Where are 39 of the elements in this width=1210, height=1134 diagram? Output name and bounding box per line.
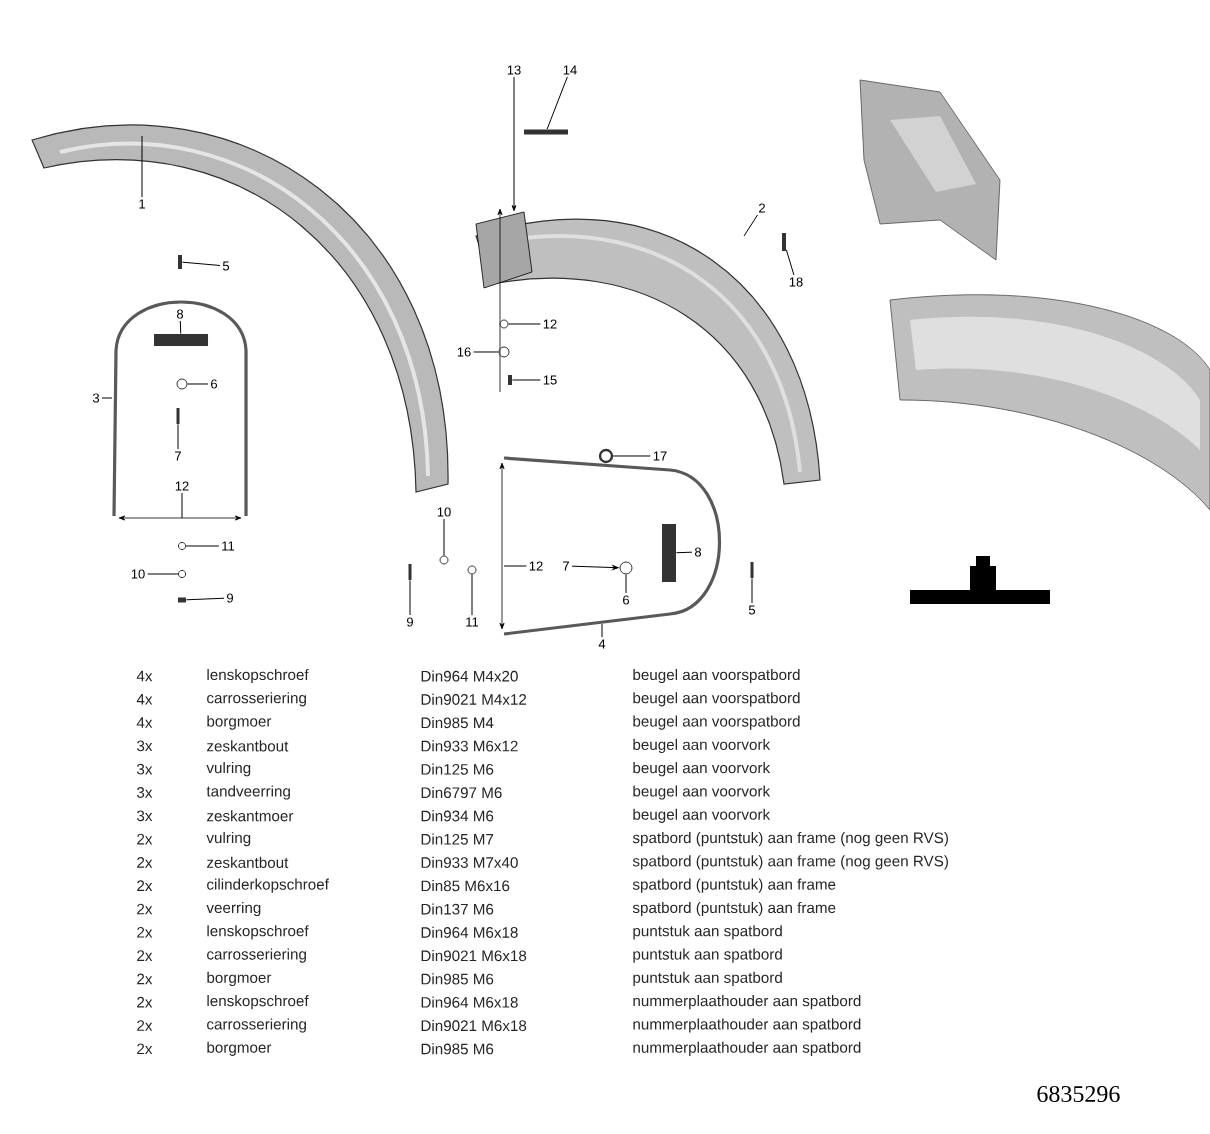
bolt xyxy=(524,129,568,135)
leader-line xyxy=(503,565,527,567)
leader-line xyxy=(187,383,209,385)
washer xyxy=(498,346,510,358)
leader-line xyxy=(185,545,220,547)
leader-line xyxy=(141,135,143,198)
washer xyxy=(177,569,187,579)
washer xyxy=(177,541,187,551)
washer xyxy=(467,565,477,575)
leader-line xyxy=(443,518,445,556)
leader-line xyxy=(625,574,627,594)
part-number: 6835296 xyxy=(1037,1085,1120,1103)
leader-line xyxy=(473,351,499,353)
leader-line xyxy=(511,76,517,212)
washer xyxy=(499,319,509,329)
leader-line xyxy=(675,551,693,554)
leader-line xyxy=(179,320,182,335)
front-fender-drawing xyxy=(31,124,449,493)
leader-line xyxy=(181,261,221,266)
ring xyxy=(598,448,614,464)
washer xyxy=(439,555,449,565)
leader-line xyxy=(612,455,651,457)
leader-line xyxy=(511,379,541,381)
leader-line xyxy=(571,565,619,570)
leader-line xyxy=(147,573,179,575)
leader-line xyxy=(181,492,183,519)
leader-line xyxy=(751,577,753,604)
leader-line xyxy=(785,249,795,276)
leader-line xyxy=(546,76,568,130)
leader-line xyxy=(185,597,225,601)
leader-line xyxy=(601,623,603,638)
leader-line xyxy=(471,574,473,616)
leader-line xyxy=(177,423,179,450)
leader-line xyxy=(743,214,759,237)
leader-line xyxy=(101,397,113,399)
leader-line xyxy=(508,323,541,325)
nut xyxy=(178,597,186,603)
front-bracket-drawing xyxy=(112,300,248,521)
leader-line xyxy=(409,579,411,616)
